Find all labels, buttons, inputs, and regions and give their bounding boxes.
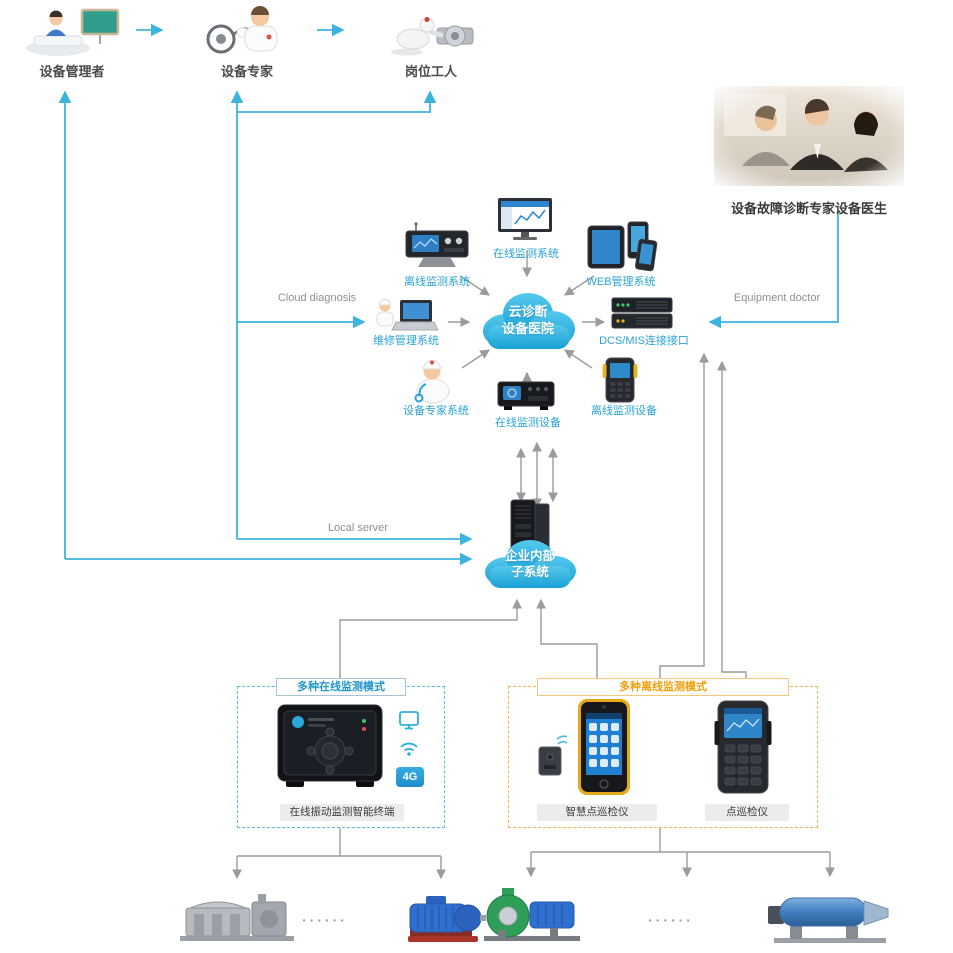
smart-inspector-label: 智慧点巡检仪 xyxy=(537,804,657,821)
steam-turbine-icon xyxy=(178,886,296,944)
offline-mode-box: 多种离线监测模式 xyxy=(508,678,818,828)
more-machines-left: ······ xyxy=(302,912,348,928)
line-online-box-to-enterprise xyxy=(339,598,522,686)
offline-mode-title: 多种离线监测模式 xyxy=(537,678,789,696)
expert-system-label: 设备专家系统 xyxy=(403,405,469,417)
more-machines-right: ······ xyxy=(648,912,694,928)
web-management-system-icon xyxy=(584,220,658,272)
expert-system-icon xyxy=(402,358,464,404)
actor-label-manager: 设备管理者 xyxy=(39,64,105,79)
inspector-label: 点巡检仪 xyxy=(705,804,789,821)
inspector-icon xyxy=(711,699,775,795)
line-offline-box-to-dcs-2 xyxy=(717,360,747,686)
manager-illustration xyxy=(22,6,122,58)
electric-motor-icon xyxy=(398,892,486,944)
line-feedback-to-worker xyxy=(237,90,437,113)
maintenance-system-label: 维修管理系统 xyxy=(373,335,439,347)
cloud-diagnosis-hospital: 云诊断 设备医院 xyxy=(476,283,580,359)
cloud-diagnosis-label: Cloud diagnosis xyxy=(277,292,357,304)
local-server-label: Local server xyxy=(328,522,388,534)
vibration-terminal-label: 在线振动监测智能终端 xyxy=(280,804,404,821)
equipment-doctor-label: Equipment doctor xyxy=(733,292,821,304)
offline-monitor-device-icon xyxy=(588,356,650,404)
cloud-line1: 云诊断 xyxy=(508,304,548,320)
arrow-equipment-doctor xyxy=(708,214,839,329)
smart-inspector-icon xyxy=(575,697,633,797)
line-offline-box-to-machines xyxy=(531,828,830,853)
line-online-box-to-machines xyxy=(237,828,441,857)
web-management-system-label: WEB管理系统 xyxy=(586,276,656,288)
wireless-sensor-icon xyxy=(535,735,567,779)
enterprise-cloud-line2: 子系统 xyxy=(511,565,549,579)
online-monitor-system-icon xyxy=(494,196,558,244)
4g-icon: 4G xyxy=(396,767,424,787)
online-monitor-device-label: 在线监测设备 xyxy=(495,417,561,429)
online-mode-box: 多种在线监测模式 xyxy=(237,678,445,828)
cloud-line2: 设备医院 xyxy=(501,321,554,336)
dcs-mis-interface-label: DCS/MIS连接接口 xyxy=(599,335,689,347)
cloud-enterprise-subsystem: 企业内部 子系统 xyxy=(479,532,581,596)
offline-monitor-system-icon xyxy=(402,222,472,272)
wifi-icon xyxy=(398,737,420,759)
offline-monitor-system-label: 离线监测系统 xyxy=(404,276,470,288)
maintenance-system-icon xyxy=(372,296,438,334)
worker-illustration xyxy=(383,8,479,58)
online-mode-title: 多种在线监测模式 xyxy=(276,678,406,696)
online-monitor-device-icon xyxy=(496,374,556,414)
vibration-terminal-icon xyxy=(274,701,386,791)
actor-label-worker: 岗位工人 xyxy=(404,64,457,79)
experts-photo xyxy=(714,86,904,186)
line-smart-inspector-to-enterprise xyxy=(536,598,598,686)
doctor-illustration xyxy=(193,2,301,58)
dcs-mis-interface-icon xyxy=(610,294,674,332)
enterprise-cloud-line1: 企业内部 xyxy=(504,548,555,563)
online-monitor-system-label: 在线监测系统 xyxy=(493,248,559,260)
offline-monitor-device-label: 离线监测设备 xyxy=(591,405,657,417)
pump-icon xyxy=(478,886,586,944)
screen-mirror-icon xyxy=(398,709,420,731)
actor-label-expert: 设备专家 xyxy=(220,64,273,79)
experts-photo-label: 设备故障诊断专家设备医生 xyxy=(730,201,887,216)
centrifuge-icon xyxy=(768,884,893,944)
